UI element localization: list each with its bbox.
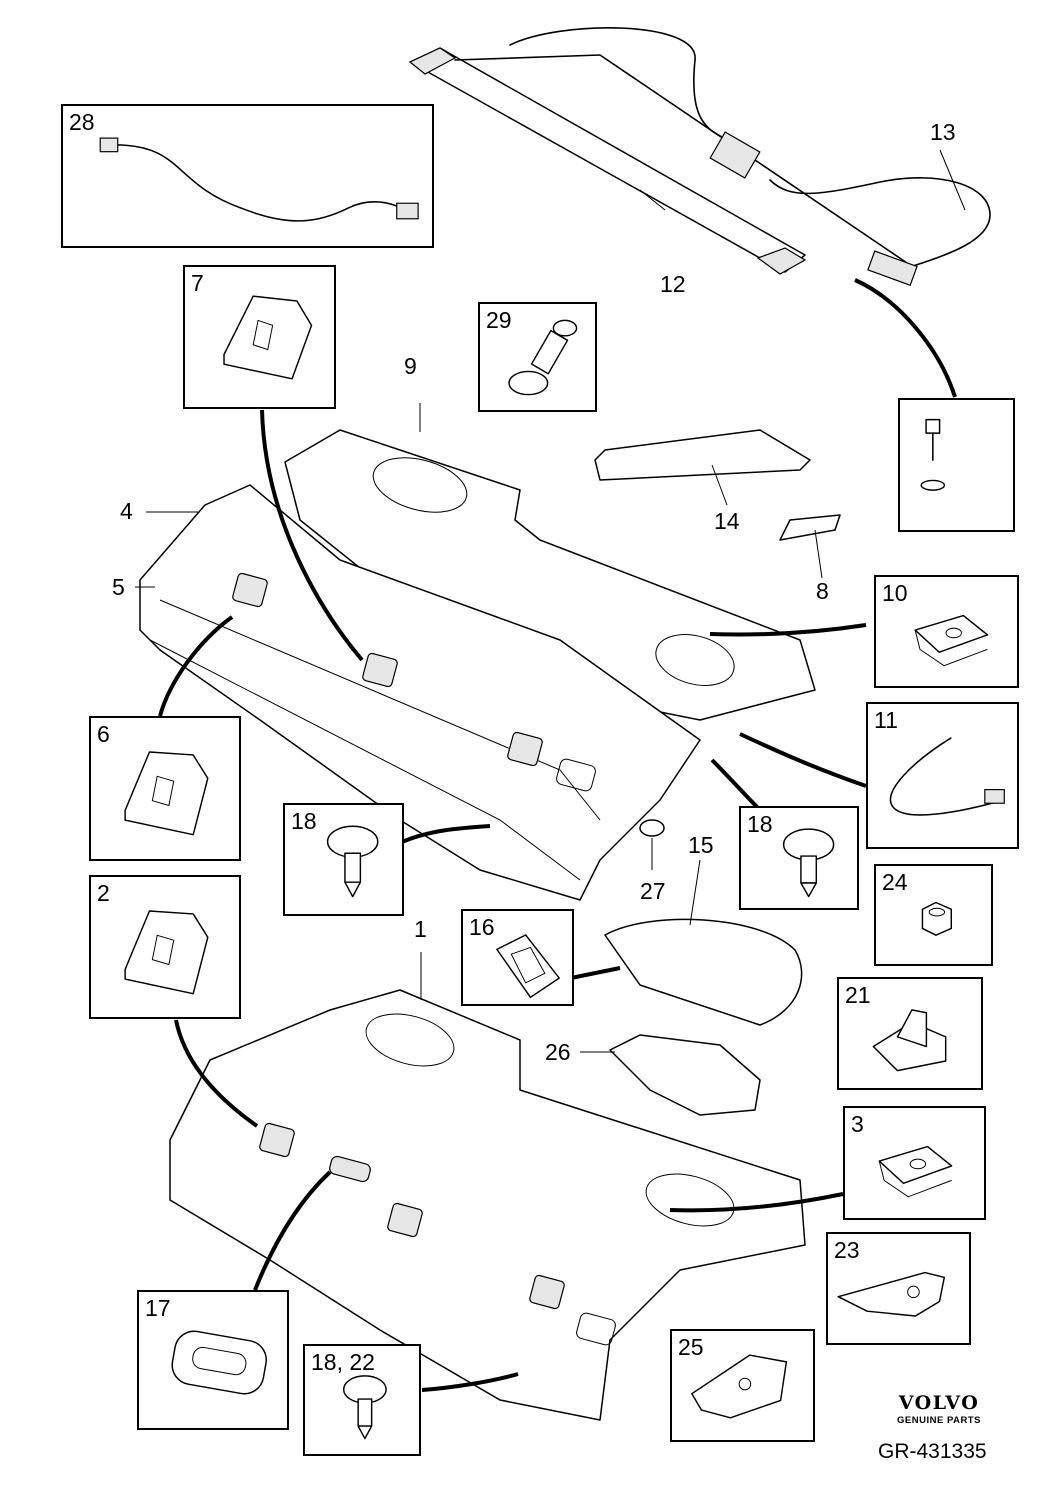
box-label-6: 6 bbox=[97, 721, 110, 747]
inset-21-clip: 21 bbox=[837, 977, 983, 1090]
box-label-18-22: 18, 22 bbox=[311, 1349, 375, 1375]
inset-6-clip: 6 bbox=[89, 716, 241, 861]
callout-13: 13 bbox=[930, 119, 956, 145]
callout-15: 15 bbox=[688, 832, 714, 858]
inset-16-clip: 16 bbox=[461, 909, 574, 1006]
volvo-logo: VOLVO GENUINE PARTS bbox=[884, 1392, 994, 1426]
inset-17-cover: 17 bbox=[137, 1290, 289, 1430]
callout-9: 9 bbox=[404, 353, 417, 379]
callout-12: 12 bbox=[660, 271, 686, 297]
inset-2-clip: 2 bbox=[89, 875, 241, 1019]
box-label-17: 17 bbox=[145, 1295, 171, 1321]
box-label-21: 21 bbox=[845, 982, 871, 1008]
box-label-11: 11 bbox=[874, 707, 898, 733]
box-label-25: 25 bbox=[678, 1334, 704, 1360]
inset-18-push-pin: 18 bbox=[283, 803, 404, 916]
box-label-3: 3 bbox=[851, 1111, 864, 1137]
box-label-16: 16 bbox=[469, 914, 495, 940]
lower-parcel-shelf-drawing bbox=[169, 989, 806, 1421]
callout-5: 5 bbox=[112, 574, 125, 600]
box-label-24: 24 bbox=[882, 869, 908, 895]
box-label-29: 29 bbox=[486, 307, 512, 333]
inset-25-bracket: 25 bbox=[670, 1329, 815, 1442]
box-label-7: 7 bbox=[191, 270, 204, 296]
callout-1: 1 bbox=[414, 916, 427, 942]
drawing-reference: GR-431335 bbox=[878, 1440, 987, 1463]
callout-26: 26 bbox=[545, 1039, 571, 1065]
box-label-28: 28 bbox=[69, 109, 95, 135]
inset-7-clip: 7 bbox=[183, 265, 336, 409]
inset-23-bracket: 23 bbox=[826, 1232, 971, 1345]
cargo-cover-drawing bbox=[408, 26, 991, 287]
inset-3-nut-clip: 3 bbox=[843, 1106, 986, 1220]
inset-18-push-pin-right: 18 bbox=[739, 806, 859, 910]
box-label-18b: 18 bbox=[747, 811, 773, 837]
callout-27: 27 bbox=[640, 878, 666, 904]
inset-28-wiring: 28 bbox=[61, 104, 434, 248]
callout-4: 4 bbox=[120, 498, 133, 524]
inset-10-nut-clip: 10 bbox=[874, 575, 1019, 688]
inset-11-cable-tie: 11 bbox=[866, 702, 1019, 849]
box-label-18a: 18 bbox=[291, 808, 317, 834]
callout-14: 14 bbox=[714, 508, 740, 534]
loose-parts-drawing bbox=[594, 429, 841, 1116]
brand-tagline: GENUINE PARTS bbox=[897, 1415, 981, 1426]
middle-parcel-shelf-drawing bbox=[139, 484, 701, 901]
pointer-arrows bbox=[158, 278, 957, 1392]
callout-8: 8 bbox=[816, 578, 829, 604]
box-label-10: 10 bbox=[882, 580, 908, 606]
inset-29-fastener: 29 bbox=[478, 302, 597, 412]
brand-logo-text: VOLVO bbox=[898, 1392, 980, 1414]
inset-19-20-bolt-washer bbox=[898, 398, 1015, 532]
box-label-23: 23 bbox=[834, 1237, 860, 1263]
inset-24-nut: 24 bbox=[874, 864, 993, 966]
box-label-2: 2 bbox=[97, 880, 110, 906]
inset-18-22-push-pin: 18, 22 bbox=[303, 1344, 421, 1456]
